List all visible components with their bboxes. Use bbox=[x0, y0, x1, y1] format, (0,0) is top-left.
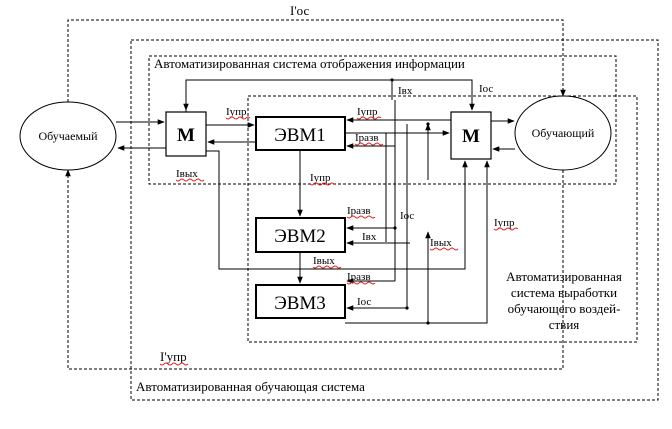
spellcheck-squiggle bbox=[346, 281, 376, 285]
ais-influence-boundary bbox=[247, 95, 638, 343]
teacher-label: Обучающий bbox=[532, 126, 595, 140]
label-i-os-bottom: Iос bbox=[357, 296, 371, 308]
spellcheck-squiggle bbox=[346, 215, 376, 219]
junction-dot bbox=[426, 321, 430, 325]
label-i-vykh-left: Iвых bbox=[176, 168, 198, 180]
label-i-upr-left: Iупр bbox=[226, 106, 247, 118]
spellcheck-squiggle bbox=[312, 265, 342, 269]
m-right-box bbox=[450, 111, 492, 160]
evm3-label: ЭВМ3 bbox=[274, 293, 326, 314]
label-i-razv-2: Iразв bbox=[347, 205, 371, 217]
spellcheck-squiggle bbox=[225, 116, 251, 120]
spellcheck-squiggle bbox=[354, 142, 384, 146]
label-i-vkh-top: Iвх bbox=[398, 85, 413, 97]
label-i-vykh-2: Iвых bbox=[313, 255, 335, 267]
caption-influence-line-4: ствия bbox=[549, 317, 580, 332]
spellcheck-squiggle bbox=[175, 178, 205, 182]
caption-influence-line-1: Автоматизированная bbox=[506, 269, 622, 284]
label-i-os-mid: Iос bbox=[400, 210, 414, 222]
caption-training-system: Автоматизированная обучающая система bbox=[136, 379, 365, 394]
evm2-label: ЭВМ2 bbox=[274, 226, 326, 247]
m-left-label: М bbox=[177, 125, 195, 146]
teacher-node bbox=[514, 95, 612, 171]
evm1-label: ЭВМ1 bbox=[274, 125, 326, 146]
learner-label: Обучаемый bbox=[38, 129, 98, 143]
evm3-box bbox=[255, 284, 346, 319]
caption-influence-line-2: система выработки bbox=[511, 285, 617, 300]
evm3-output-line bbox=[345, 160, 490, 324]
caption-influence-line-3: обучающего воздей- bbox=[508, 301, 621, 316]
spellcheck-squiggle bbox=[493, 227, 519, 231]
label-i-upr-right: Iупр bbox=[357, 106, 378, 118]
caption-display-system: Автоматизированная система отображения и… bbox=[154, 56, 465, 71]
spellcheck-squiggle bbox=[309, 182, 335, 186]
spellcheck-squiggle bbox=[429, 247, 459, 251]
label-i-upr-mid: Iупр bbox=[310, 172, 331, 184]
ais-display-boundary bbox=[148, 55, 617, 185]
learner-node bbox=[19, 101, 117, 171]
m-right-label: М bbox=[462, 126, 480, 147]
label-i-vkh-mid: Iвх bbox=[362, 231, 377, 243]
ais-training-boundary bbox=[130, 39, 659, 401]
spellcheck-squiggle bbox=[159, 362, 189, 366]
label-i-vykh-mid: Iвых bbox=[430, 237, 452, 249]
i-vykh-left-line bbox=[206, 150, 468, 270]
i-os-prime-loop bbox=[67, 19, 566, 102]
label-i-os-prime: I'ос bbox=[290, 3, 309, 18]
i-upr-prime-loop bbox=[65, 169, 564, 370]
junction-dot bbox=[426, 122, 430, 126]
label-i-os-top: Iос bbox=[479, 83, 493, 95]
junction-dot bbox=[405, 306, 409, 310]
label-i-razv-1: Iразв bbox=[355, 132, 379, 144]
label-i-upr-prime: I'упр bbox=[160, 349, 187, 364]
junction-dot bbox=[390, 78, 394, 82]
label-i-upr-far: Iупр bbox=[494, 217, 515, 229]
junction-dot bbox=[393, 226, 397, 230]
spellcheck-squiggle bbox=[356, 116, 382, 120]
label-i-razv-3: Iразв bbox=[347, 271, 371, 283]
